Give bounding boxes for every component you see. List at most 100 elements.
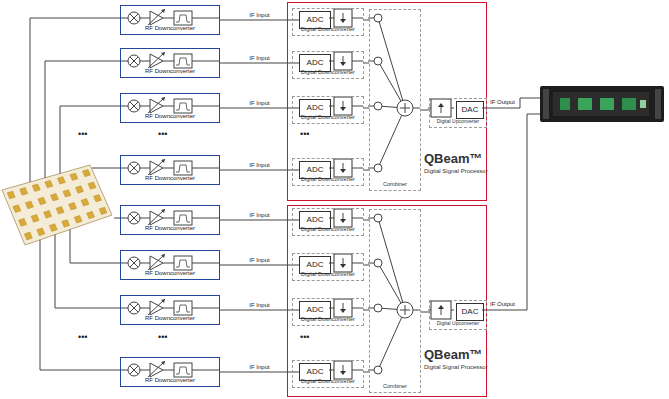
converter-block: ADC [299,256,331,274]
gain-arrowhead [161,299,165,303]
weight-circle [374,14,382,22]
block-label: DAC [462,308,479,316]
rf-downconverter-box: RF Downconverter [120,5,220,35]
text-strip: ADC [300,12,330,28]
wire [192,18,220,19]
antenna-patch [74,215,82,223]
down-arrowhead [340,62,346,66]
gain-arrow [148,52,165,68]
wire [352,370,363,371]
signal-connector [421,110,429,111]
wire [192,61,220,62]
weight-circle [374,304,382,312]
text-strip: Digital Downconverter [293,370,363,386]
gain-arrow [148,97,165,113]
antenna-patch [19,218,27,226]
converter-block: ADC [299,301,331,319]
gain-arrowhead [161,209,165,213]
rack-handle [543,89,549,119]
signal-label: IF Input [248,162,270,168]
filter-symbol [174,363,192,377]
antenna-patches [7,170,107,240]
text-strip: RF Downconverter [121,167,219,183]
rack-led [640,100,646,108]
wire [140,168,150,169]
filter-symbol [174,54,192,68]
continuation-dots: ••• [158,130,167,139]
antenna-patch [94,195,102,202]
block-label: Digital Downconverter [301,227,355,233]
block-label: RF Downconverter [145,175,195,181]
wire [451,108,454,109]
rf-downconverter-box: RF Downconverter [120,205,220,235]
mixer-symbol [128,162,140,174]
text-strip: Digital Downconverter [293,308,363,324]
wire [192,106,220,107]
text-strip: ADC [300,302,330,318]
down-arrowhead [340,264,346,268]
wire [329,263,334,264]
antenna-patch [32,184,40,191]
signal-label: IF Input [248,212,270,218]
filter-response [176,305,190,312]
antenna-patch [50,193,58,200]
rack-handle [655,89,661,119]
antenna-feed [60,106,120,174]
antenna-array [2,165,112,245]
block-label: ADC [307,59,324,67]
antenna-patch [25,201,33,209]
wire [140,218,150,219]
combiner-link [380,115,402,164]
rf-downconverter-box: RF Downconverter [120,155,220,185]
gain-arrowhead [161,52,165,56]
mixer-cross [130,259,138,267]
signal-label: IF Input [248,100,270,106]
wire [163,18,174,19]
decimator-block [334,254,352,272]
block-label: Combiner [383,182,407,188]
mixer-symbol [128,257,140,269]
wire [140,61,150,62]
combiner-link [379,222,403,302]
antenna-patch [99,207,107,214]
rack-unit [540,86,664,122]
text-strip: RF Downconverter [121,307,219,323]
decimator-block [334,9,352,27]
filter-symbol [174,211,192,225]
summer-symbol [397,302,413,318]
signal-label: IF Input [248,364,270,370]
digital-downconverter-box: Digital DownconverterADC [292,8,364,36]
mixer-cross [130,14,138,22]
gain-arrowhead [161,159,165,163]
processor-caption: QBeam™Digital Signal Processor [424,152,488,174]
wire [140,263,150,264]
antenna-patch [70,173,78,180]
antenna-patch [63,190,71,197]
combiner-link [380,64,401,101]
wire [192,168,220,169]
text-strip: RF Downconverter [121,262,219,278]
antenna-feed [70,229,120,263]
wire [120,308,128,309]
product-subtitle: Digital Signal Processor [424,168,488,174]
block-label: Digital Downconverter [301,272,355,278]
signal-label: IF Input [248,257,270,263]
mixer-cross [130,259,138,267]
weight-circle [374,164,382,172]
mixer-cross [130,304,138,312]
rack-module [600,98,614,110]
text-strip: RF Downconverter [121,217,219,233]
block-label: ADC [307,216,324,224]
block-label: Combiner [383,384,407,390]
text-strip: RF Downconverter [121,60,219,76]
wire [163,370,174,371]
filter-symbol [174,256,192,270]
gain-arrow [148,361,165,377]
decimator-block [334,97,352,115]
down-arrowhead [340,309,346,313]
wire [192,308,220,309]
mixer-cross [130,366,138,374]
filter-response [176,103,190,110]
converter-block: ADC [299,161,331,179]
text-strip: Digital Downconverter [293,106,363,122]
